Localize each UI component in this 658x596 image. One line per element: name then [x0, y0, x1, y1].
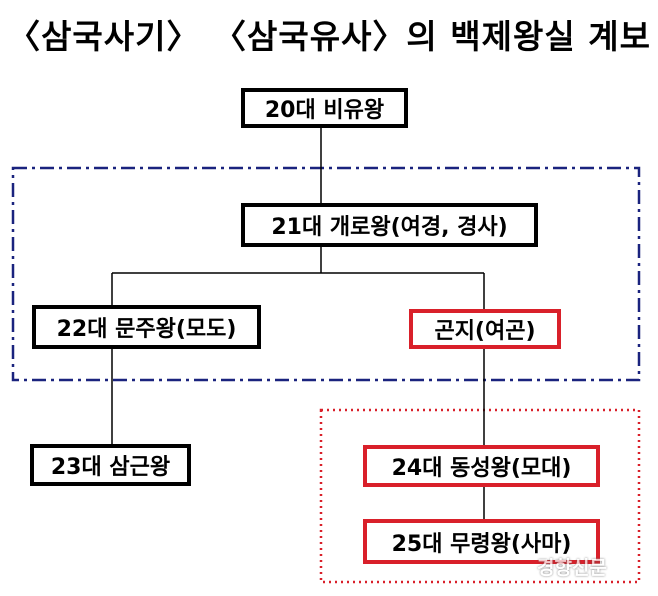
node-king-20: 20대 비유왕: [241, 88, 408, 128]
watermark-logo: 경향신문: [537, 557, 607, 579]
group-box-dashdot: [11, 166, 641, 382]
node-king-22-label: 22대 문주왕(모도): [56, 317, 237, 342]
group-box-dotted: [319, 408, 641, 584]
node-king-21-label: 21대 개로왕(여경, 경사): [271, 215, 508, 240]
node-king-24: 24대 동성왕(모대): [363, 445, 600, 487]
node-king-20-label: 20대 비유왕: [264, 98, 385, 123]
node-king-23-label: 23대 삼근왕: [50, 455, 171, 480]
node-king-21: 21대 개로왕(여경, 경사): [241, 203, 538, 247]
node-king-23: 23대 삼근왕: [30, 444, 191, 486]
node-gonji: 곤지(여곤): [409, 309, 561, 349]
node-gonji-label: 곤지(여곤): [434, 319, 536, 344]
node-king-24-label: 24대 동성왕(모대): [391, 456, 572, 481]
node-king-25-label: 25대 무령왕(사마): [391, 531, 572, 557]
node-king-22: 22대 문주왕(모도): [32, 305, 261, 349]
node-king-25: 25대 무령왕(사마): [363, 519, 600, 564]
diagram-title: 〈삼국사기〉 〈삼국유사〉의 백제왕실 계보: [7, 17, 651, 56]
